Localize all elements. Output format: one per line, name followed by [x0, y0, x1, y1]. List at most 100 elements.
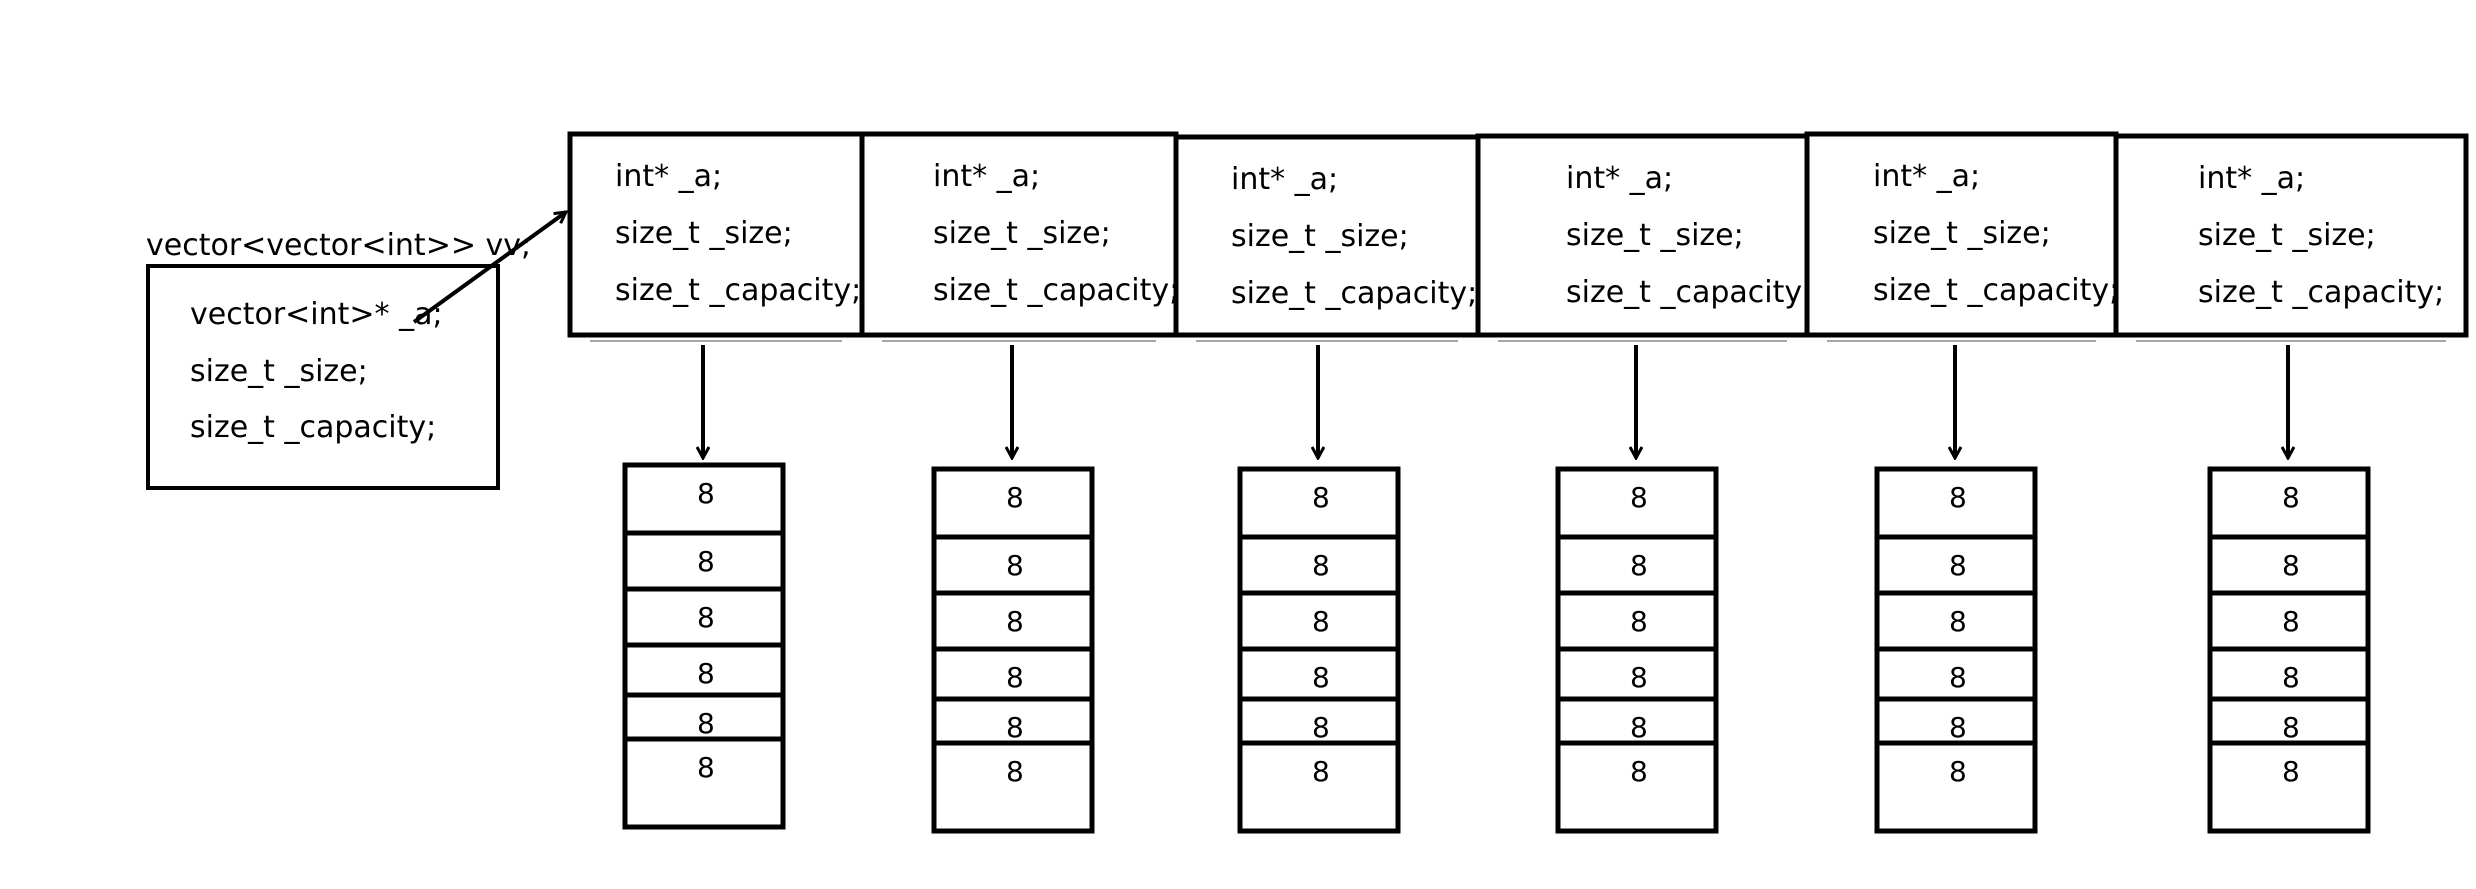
int-cell: 8: [1555, 646, 1719, 702]
int-cell-value: 8: [697, 477, 715, 510]
int-cell: 8: [1555, 534, 1719, 596]
int-cell: 8: [1237, 646, 1401, 702]
int-cell-value: 8: [2282, 661, 2300, 694]
int-cell-border: [622, 736, 786, 830]
int-cell-value: 8: [1006, 605, 1024, 638]
int-cell: 8: [1237, 590, 1401, 652]
int-cell-value: 8: [2282, 755, 2300, 788]
inner-vectors-array: int* _a;size_t _size;size_t _capacity;in…: [567, 131, 2469, 458]
outer-field-capacity: size_t _capacity;: [190, 410, 436, 445]
int-cell-value: 8: [1949, 661, 1967, 694]
int-cell: 8: [1874, 534, 2038, 596]
int-cell: 8: [1555, 696, 1719, 746]
int-cell: 8: [931, 740, 1095, 834]
int-cell: 8: [1237, 466, 1401, 540]
inner-vector-box: int* _a; size_t _size; size_t _capacity;: [1475, 133, 1812, 458]
inner-field-capacity: size_t _capacity;: [1566, 275, 1812, 310]
int-cell-value: 8: [697, 707, 715, 740]
int-cell-value: 8: [697, 751, 715, 784]
outer-field-a: vector<int>* _a;: [190, 297, 443, 332]
int-cell: 8: [622, 586, 786, 648]
int-cell-value: 8: [1949, 755, 1967, 788]
int-array-column: 8 8 8 8 8 8: [2207, 466, 2371, 834]
int-cell-value: 8: [1949, 481, 1967, 514]
int-cell-value: 8: [2282, 605, 2300, 638]
int-cell-value: 8: [2282, 711, 2300, 744]
int-cell: 8: [1874, 590, 2038, 652]
int-cell: 8: [931, 534, 1095, 596]
inner-field-a: int* _a;: [2198, 161, 2305, 196]
inner-field-a: int* _a;: [615, 159, 722, 194]
inner-field-a: int* _a;: [1873, 159, 1980, 194]
int-cell: 8: [931, 646, 1095, 702]
inner-vector-box: int* _a; size_t _size; size_t _capacity;: [1173, 134, 1481, 458]
int-cell-value: 8: [1630, 605, 1648, 638]
int-cell: 8: [2207, 466, 2371, 540]
inner-field-a: int* _a;: [1231, 162, 1338, 197]
int-cell: 8: [1237, 740, 1401, 834]
int-array-column: 8 8 8 8 8 8: [622, 462, 786, 830]
inner-field-size: size_t _size;: [1566, 218, 1744, 253]
int-cell-value: 8: [697, 545, 715, 578]
int-cell: 8: [1555, 740, 1719, 834]
int-cell-value: 8: [1630, 549, 1648, 582]
inner-field-size: size_t _size;: [1873, 216, 2051, 251]
int-cell: 8: [622, 530, 786, 592]
outer-field-size: size_t _size;: [190, 354, 368, 389]
int-cell-value: 8: [1312, 661, 1330, 694]
inner-vector-box: int* _a; size_t _size; size_t _capacity;: [2113, 133, 2469, 458]
int-cell: 8: [2207, 740, 2371, 834]
int-cell: 8: [1874, 646, 2038, 702]
inner-field-size: size_t _size;: [933, 216, 1111, 251]
int-cell-value: 8: [1949, 549, 1967, 582]
int-cell-value: 8: [2282, 549, 2300, 582]
int-cell: 8: [622, 642, 786, 698]
int-cell-value: 8: [2282, 481, 2300, 514]
int-cell-value: 8: [1006, 481, 1024, 514]
inner-field-capacity: size_t _capacity;: [1873, 273, 2119, 308]
int-cell: 8: [1555, 466, 1719, 540]
inner-field-size: size_t _size;: [2198, 218, 2376, 253]
int-cell-value: 8: [1630, 481, 1648, 514]
inner-field-a: int* _a;: [1566, 161, 1673, 196]
int-cell: 8: [2207, 646, 2371, 702]
inner-field-size: size_t _size;: [1231, 219, 1409, 254]
int-cell-border: [931, 740, 1095, 834]
int-cell-value: 8: [1312, 481, 1330, 514]
int-cell-value: 8: [1312, 549, 1330, 582]
int-cell: 8: [1874, 740, 2038, 834]
int-cell-value: 8: [1630, 661, 1648, 694]
int-cell-value: 8: [1006, 661, 1024, 694]
int-cell: 8: [2207, 590, 2371, 652]
inner-field-capacity: size_t _capacity;: [1231, 276, 1477, 311]
int-cell-border: [1555, 740, 1719, 834]
int-cell: 8: [1874, 466, 2038, 540]
int-cell: 8: [1237, 534, 1401, 596]
inner-field-a: int* _a;: [933, 159, 1040, 194]
int-cell: 8: [931, 466, 1095, 540]
int-cell: 8: [622, 736, 786, 830]
outer-vector-box: vector<int>* _a; size_t _size; size_t _c…: [146, 264, 500, 490]
inner-field-size: size_t _size;: [615, 216, 793, 251]
inner-field-capacity: size_t _capacity;: [933, 273, 1179, 308]
int-cell: 8: [622, 462, 786, 536]
int-cell-value: 8: [1312, 605, 1330, 638]
inner-vector-border: [2113, 133, 2469, 338]
int-cell-value: 8: [1006, 755, 1024, 788]
outer-pointer-arrow: [412, 212, 566, 324]
int-cell: 8: [1874, 696, 2038, 746]
int-cell: 8: [1555, 590, 1719, 652]
int-cell-value: 8: [1312, 755, 1330, 788]
int-cell-value: 8: [697, 657, 715, 690]
inner-vector-box: int* _a; size_t _size; size_t _capacity;: [859, 131, 1179, 458]
int-cell-border: [2207, 740, 2371, 834]
int-array-column: 8 8 8 8 8 8: [1237, 466, 1401, 834]
int-cell-value: 8: [1312, 711, 1330, 744]
int-cell-value: 8: [1006, 549, 1024, 582]
inner-field-capacity: size_t _capacity;: [2198, 275, 2444, 310]
int-cell: 8: [622, 692, 786, 742]
int-cell-border: [1874, 740, 2038, 834]
